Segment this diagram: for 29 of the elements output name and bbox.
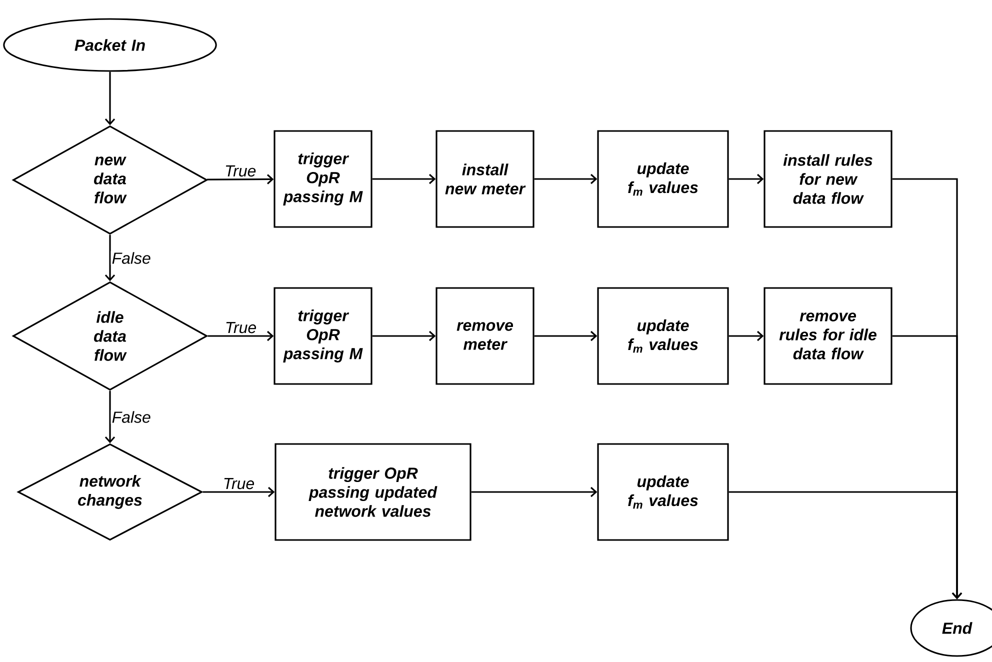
arrow [534,330,598,342]
edge-label: True [224,164,258,178]
process-box: install new meter [436,130,534,228]
arrow [208,330,274,342]
arrow [728,491,962,600]
edge-label: True [224,321,258,334]
edge-label: False [110,251,152,265]
process-box: update f$_{m}$ values [597,287,729,385]
process-box: update f$_{m}$ values [597,443,729,541]
arrow [534,174,598,184]
arrow [104,234,116,282]
arrow [372,330,436,342]
process-box: remove meter [436,287,534,385]
process-box: remove rules for idle data flow [764,287,892,385]
edge-label: True [222,477,256,490]
process-box: trigger OpR passing M [274,287,372,385]
process-box: install rules for new data flow [764,130,892,228]
process-box: trigger OpR passing M [274,130,372,228]
arrow [728,174,764,184]
edge-label: False [110,410,152,424]
arrow [372,174,436,184]
arrow [202,486,275,498]
arrow [207,174,274,184]
process-box: update f$_{m}$ values [597,130,729,228]
arrow [471,486,598,498]
arrow [104,390,116,444]
arrow [728,330,764,342]
arrow [104,72,116,126]
process-box: trigger OpR passing updated network values [274,443,472,541]
